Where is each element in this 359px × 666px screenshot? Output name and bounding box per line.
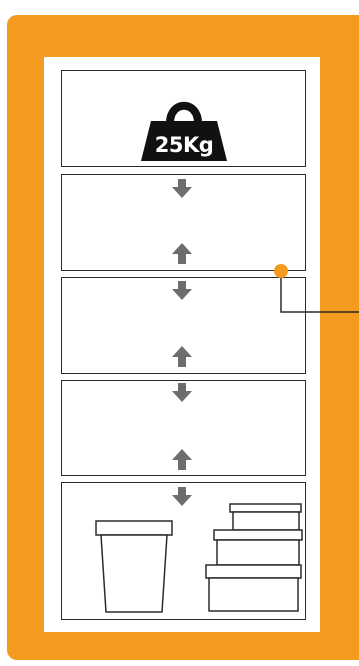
arrow-up-icon [172,346,192,367]
bin-icon [95,520,173,613]
arrow-down-icon [172,281,192,300]
arrow-up-icon [172,243,192,264]
arrow-down-icon [172,383,192,402]
stacked-boxes-icon [205,503,303,612]
kettlebell-weight-icon [141,101,227,161]
arrow-down-icon [172,179,192,198]
weight-label: 25Kg [154,133,214,157]
arrow-down-icon [172,487,192,506]
callout-marker [274,264,359,313]
arrow-up-icon [172,449,192,470]
